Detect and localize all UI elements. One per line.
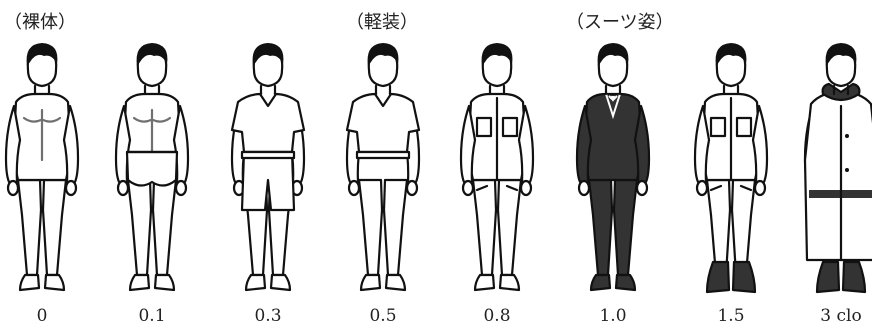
clo-value-label: 0.5 [369, 306, 397, 326]
group-label-nude: （裸体） [4, 12, 76, 33]
figure-nude [0, 40, 92, 305]
clo-value-label: 1.0 [599, 306, 627, 326]
figure-heavy-work [681, 40, 781, 305]
figure-work [447, 40, 547, 305]
clo-value-label: 0 [36, 306, 48, 326]
clo-value-label: 0.8 [483, 306, 511, 326]
figure-coat [791, 40, 872, 305]
clo-value-label: 0.1 [138, 306, 166, 326]
group-label-suit: （スーツ姿） [566, 12, 674, 33]
figure-suit [563, 40, 663, 305]
clo-value-label: 3 clo [820, 306, 862, 326]
clo-value-label: 1.5 [717, 306, 745, 326]
clo-value-label: 0.3 [254, 306, 282, 326]
figure-shorts [218, 40, 318, 305]
figure-underwear [102, 40, 202, 305]
group-label-light: （軽装） [346, 12, 418, 33]
figure-light [333, 40, 433, 305]
